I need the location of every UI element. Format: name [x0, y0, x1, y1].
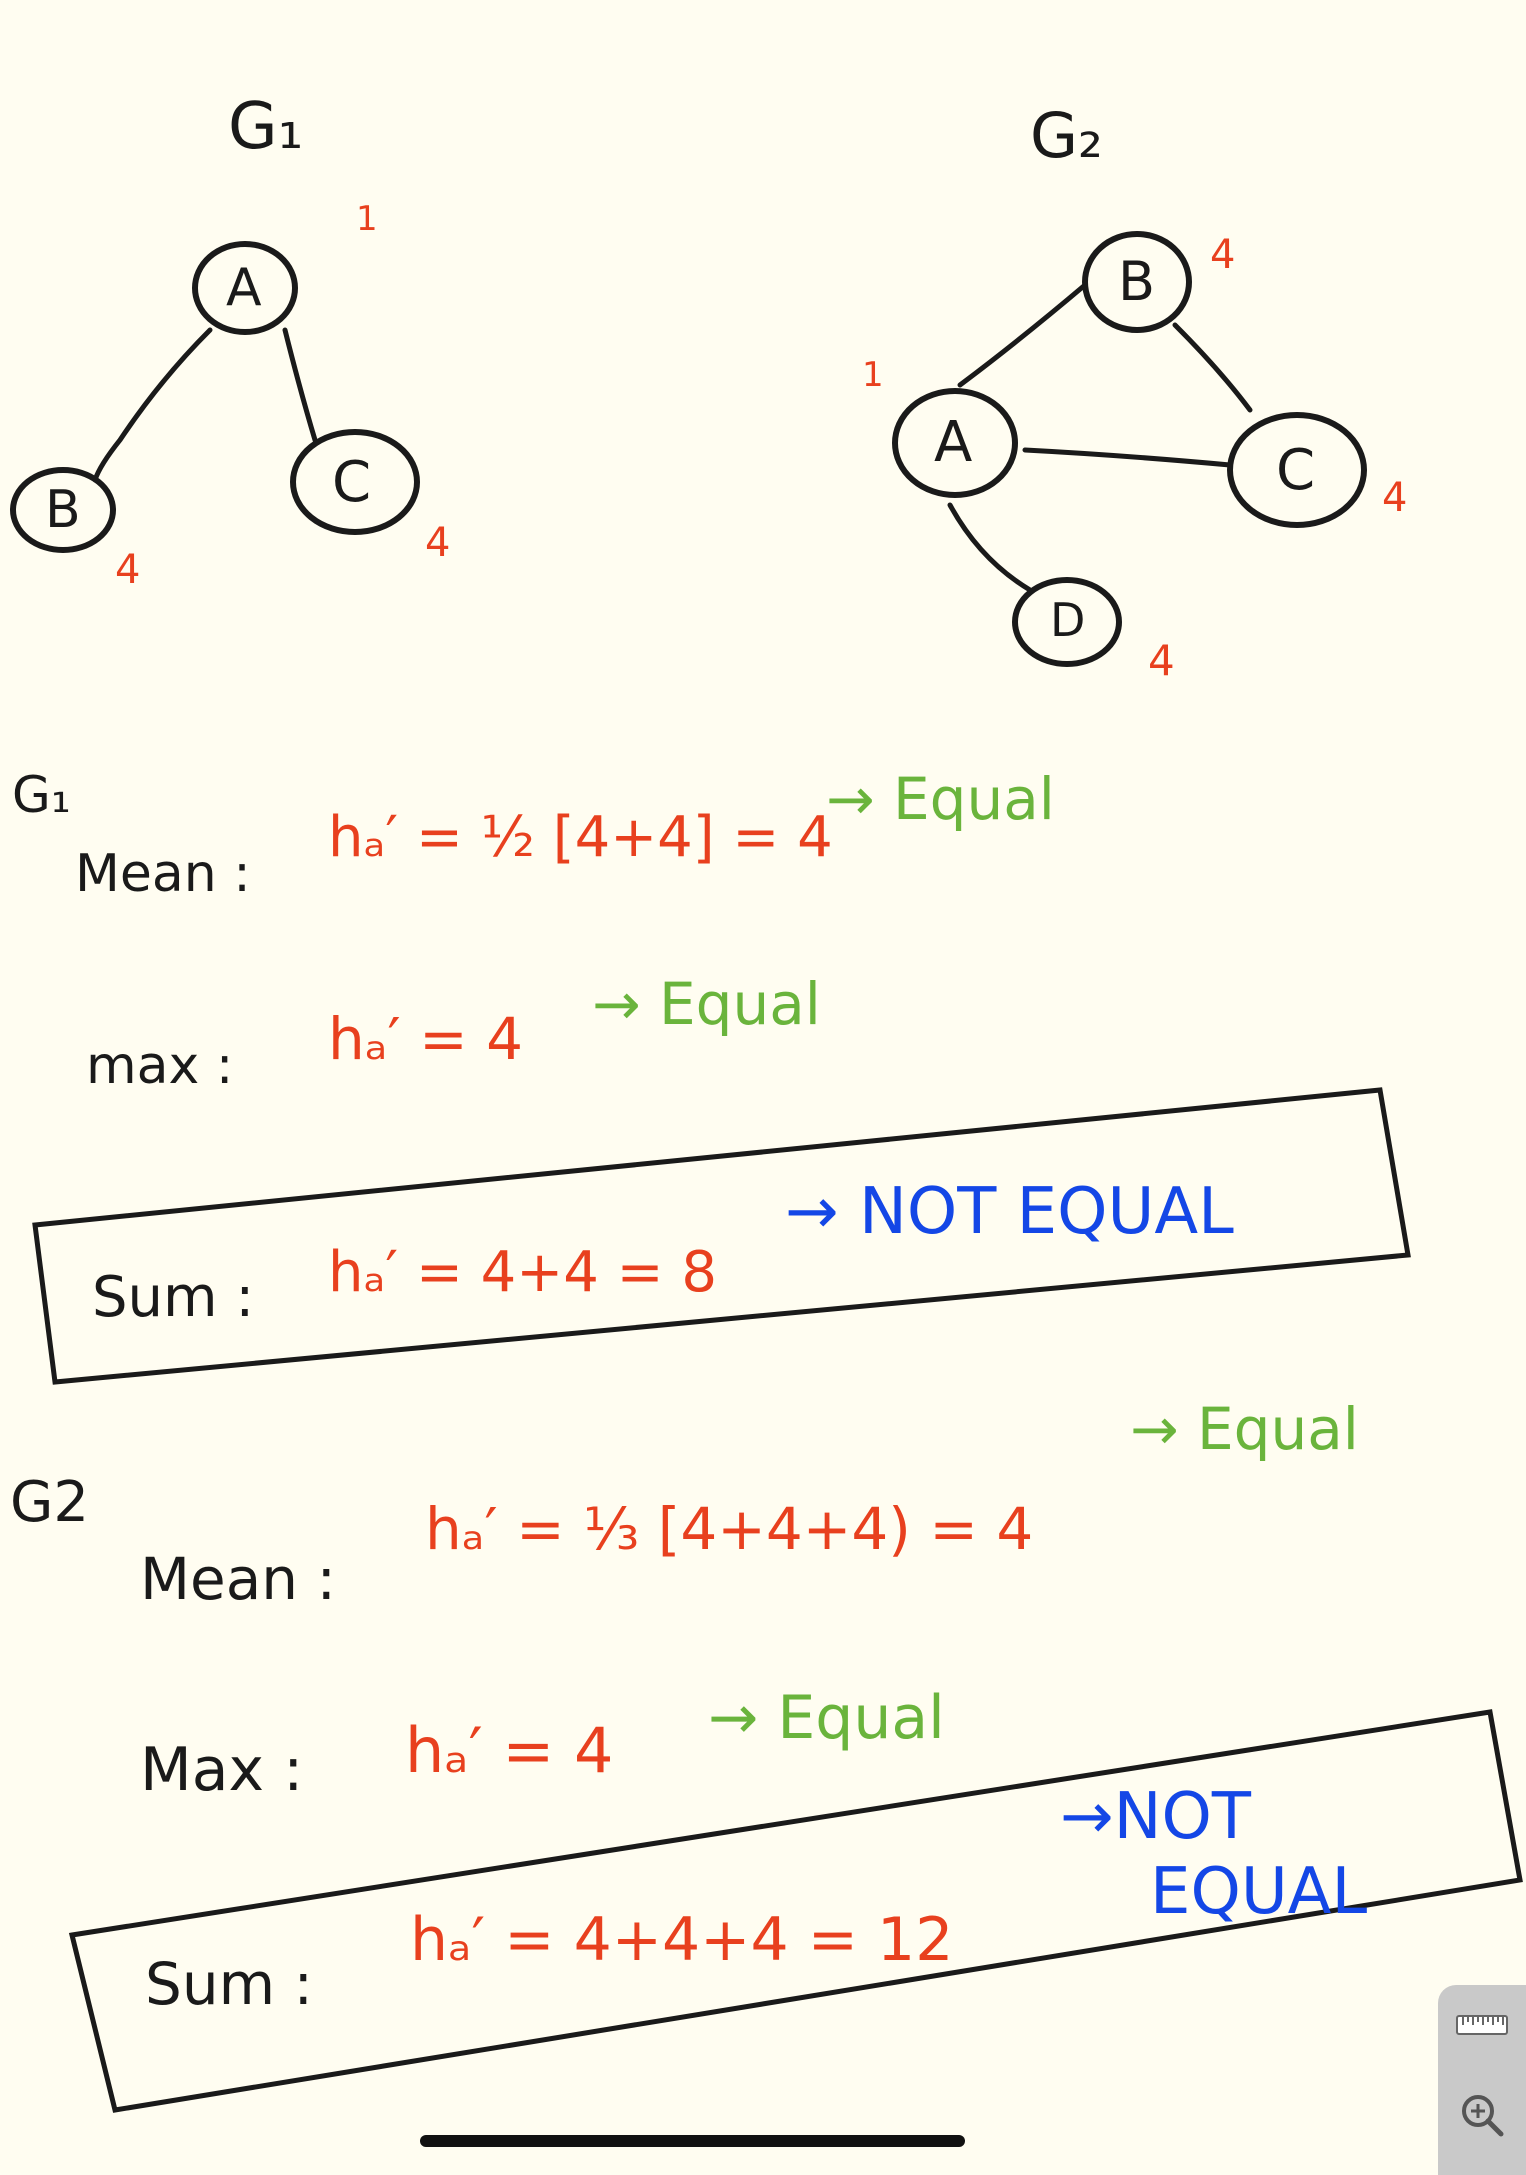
g2-node-c — [1227, 412, 1367, 528]
g2-sum-formula: hₐ′ = 4+4+4 = 12 — [410, 1905, 954, 1975]
g1-max-formula: hₐ′ = 4 — [328, 1005, 524, 1073]
g2-sum-result-line2: EQUAL — [1150, 1855, 1368, 1929]
g2-node-d-label: D — [1050, 593, 1086, 647]
g2-sum-box — [68, 1709, 1523, 2113]
g1-node-b — [10, 467, 116, 553]
g2-title: G₂ — [1030, 99, 1103, 172]
g1-sum-box — [32, 1087, 1411, 1385]
g2-node-a-value: 1 — [862, 355, 884, 395]
g1-title: G₁ — [228, 90, 304, 164]
g1-mean-prefix: Mean : — [75, 844, 251, 904]
g1-node-c-value: 4 — [425, 520, 451, 566]
g1-mean-formula: hₐ′ = ½ [4+4] = 4 — [328, 805, 833, 870]
g2-node-d — [1012, 577, 1122, 667]
g1-node-a — [192, 241, 298, 335]
g1-section-label: G₁ — [12, 766, 71, 824]
g2-mean-formula: hₐ′ = ⅓ [4+4+4) = 4 — [425, 1495, 1034, 1563]
g2-sum-result-line1: →NOT — [1060, 1780, 1251, 1854]
g2-max-result: → Equal — [708, 1683, 945, 1753]
g2-node-b-label: B — [1118, 250, 1156, 313]
g2-section-label: G2 — [10, 1470, 90, 1535]
g1-max-result: → Equal — [592, 970, 821, 1038]
g1-node-a-label: A — [226, 258, 262, 318]
g2-node-b — [1082, 231, 1192, 333]
zoom-button[interactable] — [1452, 2085, 1512, 2145]
g1-sum-prefix: Sum : — [92, 1265, 255, 1330]
g1-sum-formula: hₐ′ = 4+4 = 8 — [328, 1240, 717, 1305]
g1-mean-result: → Equal — [826, 765, 1055, 833]
g2-node-b-value: 4 — [1210, 232, 1236, 278]
g1-node-b-label: B — [45, 480, 81, 540]
ruler-button[interactable] — [1452, 1995, 1512, 2055]
zoom-in-icon — [1462, 2095, 1504, 2137]
g1-node-a-value: 1 — [356, 199, 378, 239]
g2-max-formula: hₐ′ = 4 — [405, 1714, 614, 1787]
g1-max-prefix: max : — [86, 1036, 234, 1096]
g1-sum-result: → NOT EQUAL — [785, 1175, 1234, 1249]
g2-mean-prefix: Mean : — [140, 1545, 337, 1613]
home-indicator[interactable] — [420, 2135, 965, 2147]
g2-sum-prefix: Sum : — [145, 1950, 314, 2018]
g2-node-a — [892, 388, 1018, 498]
g2-max-prefix: Max : — [140, 1735, 304, 1805]
g2-node-c-value: 4 — [1382, 475, 1408, 521]
g2-node-d-value: 4 — [1148, 636, 1175, 685]
g2-mean-result: → Equal — [1130, 1395, 1359, 1463]
g1-node-c-label: C — [332, 450, 372, 515]
g2-node-c-label: C — [1276, 438, 1316, 503]
g1-node-c — [290, 429, 420, 535]
ruler-icon — [1456, 2015, 1508, 2035]
g1-edges — [92, 327, 318, 483]
g2-edges — [947, 282, 1253, 593]
g2-node-a-label: A — [934, 410, 973, 475]
side-toolbar — [1438, 1985, 1526, 2175]
g1-node-b-value: 4 — [115, 547, 141, 593]
